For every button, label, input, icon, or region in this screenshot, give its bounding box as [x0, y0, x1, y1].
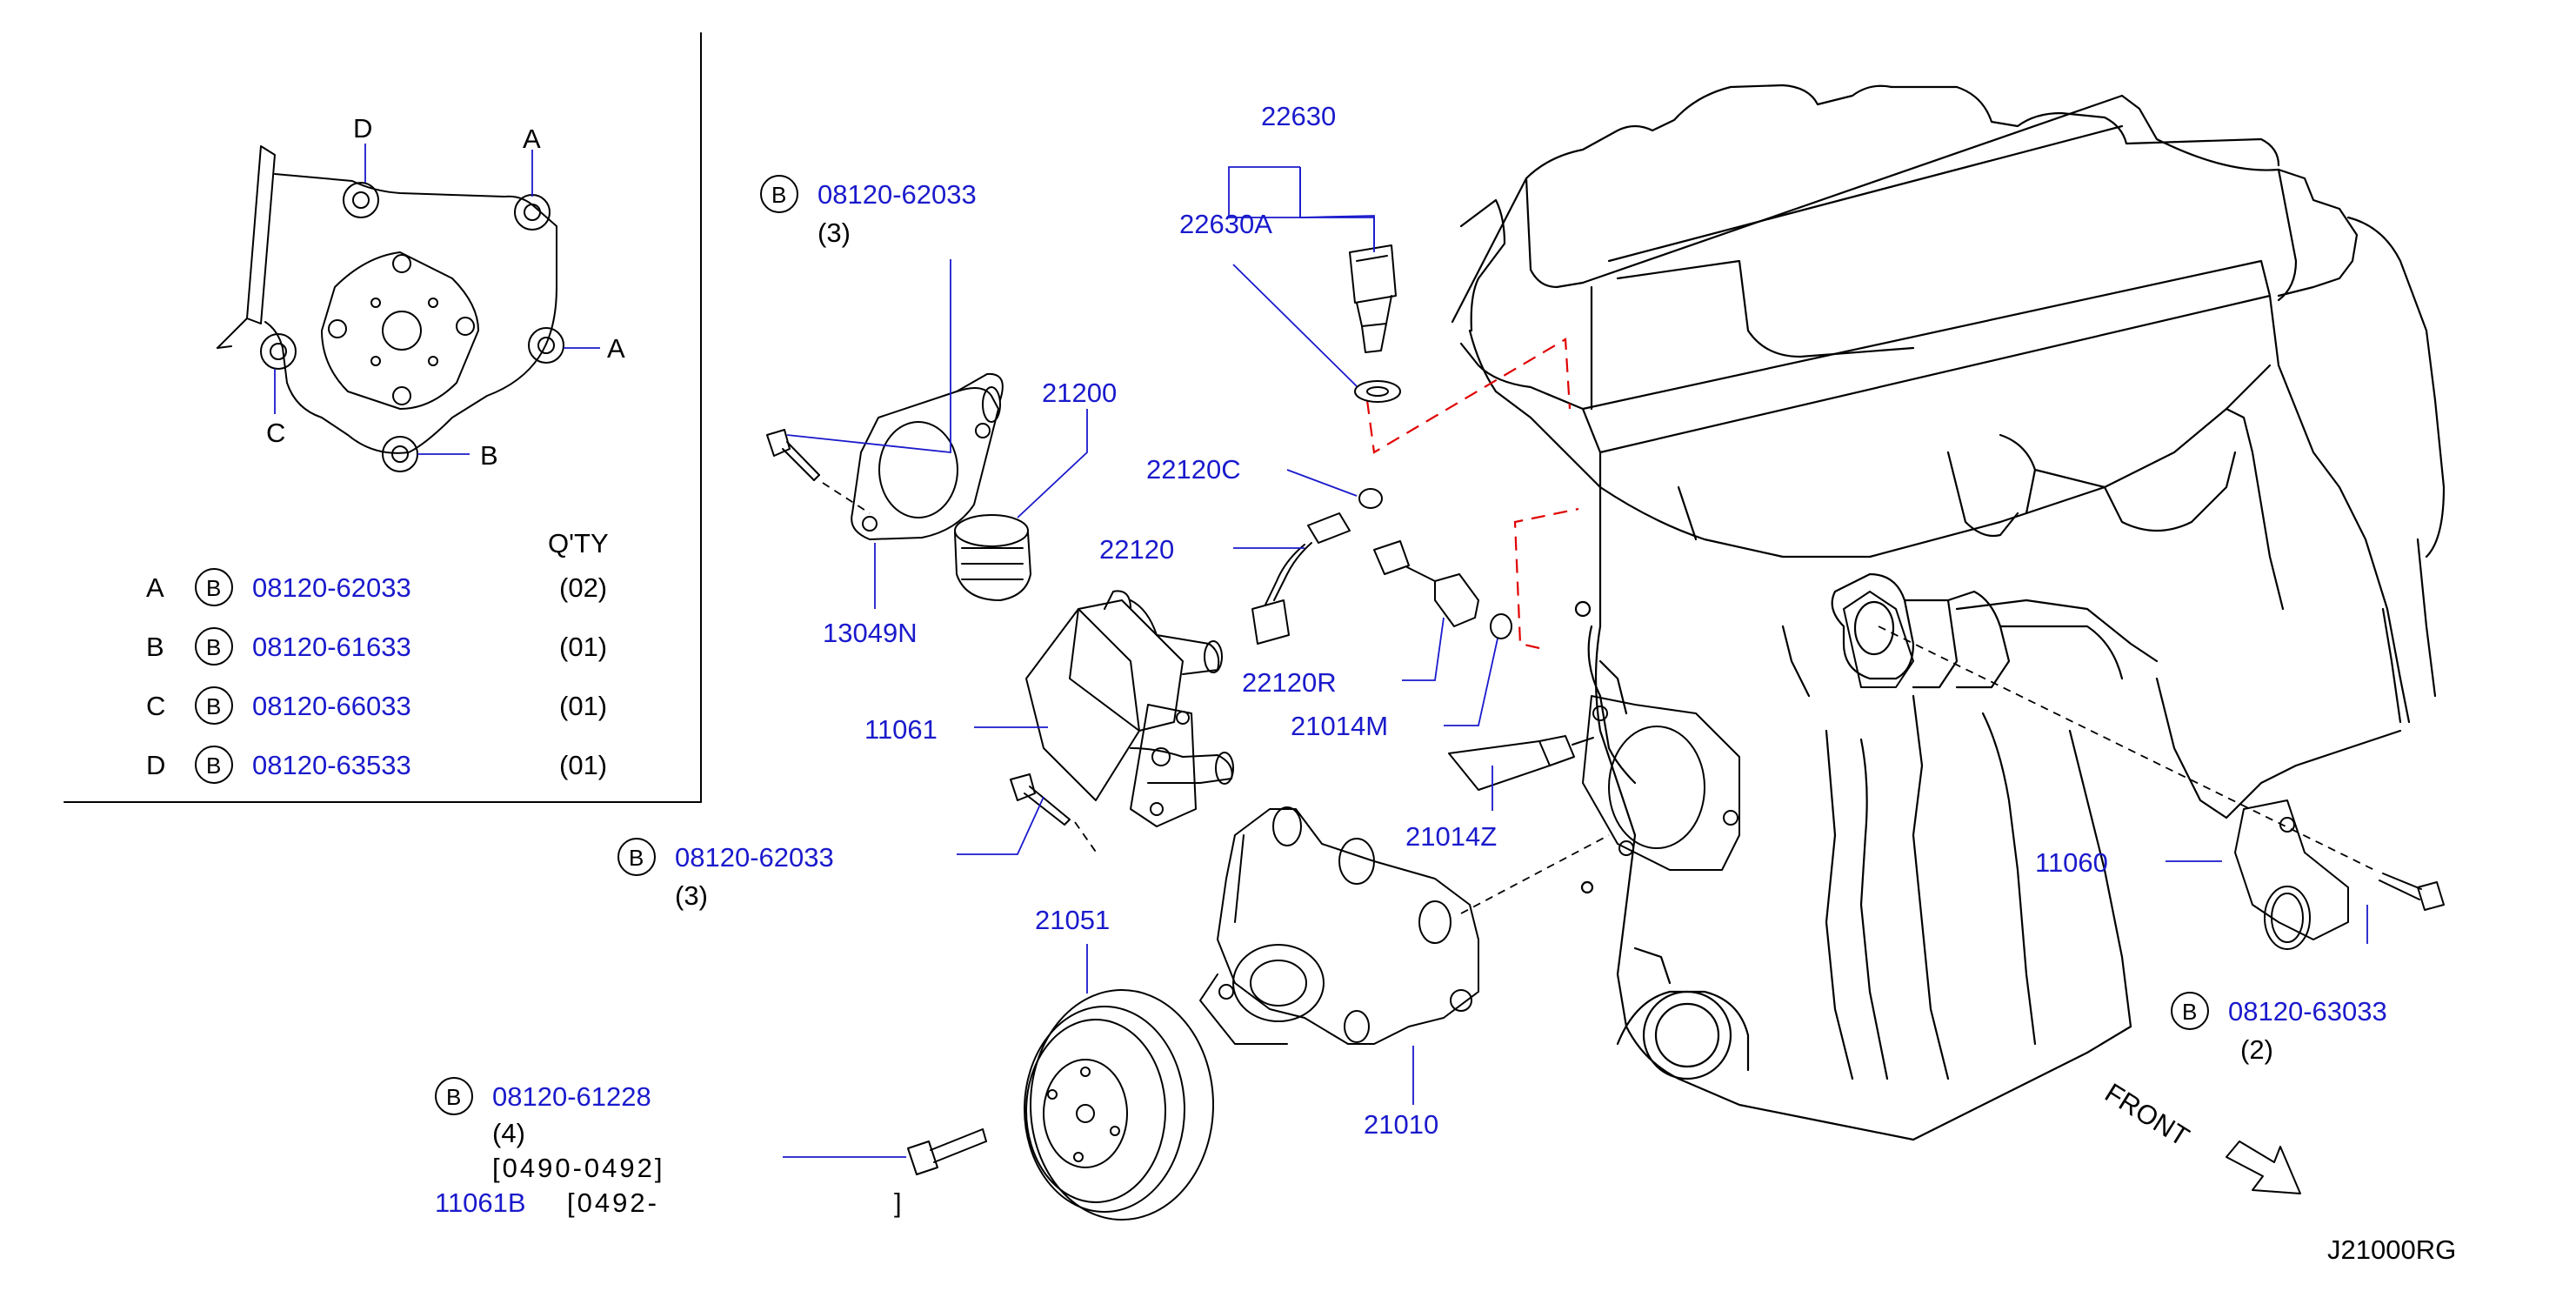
bolt-table-row[interactable]: D B 08120-63533 (01): [146, 746, 607, 784]
inset-label-a-right: A: [607, 333, 625, 364]
part-22630-link[interactable]: 22630: [1261, 101, 1336, 131]
bolt-marker-circle: [435, 1077, 473, 1115]
bolt-table-row[interactable]: A B 08120-62033 (02): [146, 568, 607, 606]
bolt-marker-letter: B: [2182, 999, 2197, 1025]
bolt-table-qty: (01): [559, 750, 607, 780]
inset-label-b: B: [480, 440, 498, 471]
alt-part-link[interactable]: 11061B: [435, 1187, 526, 1218]
bolt-drawing-pulley: [907, 1128, 987, 1175]
part-21014m-drawing: [1490, 613, 1512, 639]
part-21010-link[interactable]: 21010: [1364, 1109, 1438, 1140]
callout-bolt-top[interactable]: B 08120-62033 (3): [760, 175, 977, 248]
part-22120-link[interactable]: 22120: [1099, 534, 1174, 565]
bolt-table-part-link[interactable]: 08120-62033: [252, 572, 411, 603]
part-22120-drawing: [1251, 512, 1351, 645]
bolt-marker-circle: [760, 175, 798, 213]
qty-header: Q'TY: [548, 528, 609, 559]
bolt-table-qty: (01): [559, 691, 607, 721]
callout-bolt-mid[interactable]: B 08120-62033 (3): [617, 838, 834, 911]
inset-panel: D A A C B Q'TY A B 08120-62033 (02) B B …: [63, 32, 702, 803]
bolt-table-qty: (02): [559, 572, 607, 603]
front-indicator: FRONT: [2099, 1077, 2301, 1194]
inset-water-pump-drawing: [217, 145, 564, 472]
part-11060-link[interactable]: 11060: [2035, 847, 2108, 878]
part-21010-drawing: [1199, 806, 1479, 1045]
part-number-link[interactable]: 08120-63033: [2228, 996, 2387, 1027]
front-label: FRONT: [2099, 1077, 2194, 1152]
bolt-table-letter: A: [146, 572, 164, 603]
bolt-marker-letter: B: [206, 693, 221, 719]
part-21200-link[interactable]: 21200: [1042, 378, 1117, 408]
bolt-marker-circle: [617, 838, 656, 876]
front-arrow-icon: [2226, 1140, 2301, 1194]
part-22120r-drawing: [1373, 540, 1479, 627]
part-22120c-link[interactable]: 22120C: [1146, 454, 1241, 485]
part-21014z-drawing: [1448, 735, 1594, 791]
quantity: (2): [2240, 1034, 2273, 1065]
bolt-marker-letter: B: [771, 182, 786, 208]
bolt-marker-letter: B: [629, 845, 644, 871]
bolt-marker-letter: B: [206, 575, 221, 601]
part-21200-drawing: [954, 514, 1031, 601]
bolt-table-row[interactable]: B B 08120-61633 (01): [146, 627, 607, 666]
part-number-link[interactable]: 08120-62033: [818, 179, 977, 210]
date-range-close: ]: [894, 1187, 904, 1218]
bolt-drawing-mid: [1010, 773, 1071, 826]
bolt-marker-circle: [195, 568, 233, 606]
date-range: [0490-0492]: [492, 1153, 664, 1183]
red-routing-lines: [1365, 338, 1579, 650]
part-13049n-drawing: [851, 372, 1004, 540]
bolt-table-row[interactable]: C B 08120-66033 (01): [146, 686, 607, 725]
bolt-table-letter: B: [146, 632, 164, 662]
callout-bolt-pulley[interactable]: B 08120-61228 (4) [0490-0492] 11061B [04…: [435, 1077, 904, 1218]
part-21051-link[interactable]: 21051: [1035, 905, 1110, 935]
outlet-flange-drawing: [1843, 591, 1914, 688]
part-22630a-link[interactable]: 22630A: [1179, 209, 1272, 239]
part-22120c-drawing: [1358, 488, 1383, 509]
leader-lines: [783, 166, 2368, 1158]
quantity: (3): [675, 880, 708, 911]
bolt-marker-circle: [2171, 992, 2209, 1030]
bolt-table-letter: C: [146, 691, 165, 721]
part-11061-link[interactable]: 11061: [864, 714, 938, 745]
bolt-table-qty: (01): [559, 632, 607, 662]
bolt-drawing-right: [2379, 873, 2445, 911]
inset-label-d: D: [353, 113, 372, 144]
diagram-code: J21000RG: [2327, 1234, 2456, 1265]
inset-label-c: C: [266, 418, 285, 448]
date-range-open: [0492-: [567, 1187, 659, 1218]
part-11061-drawing: [1025, 590, 1234, 827]
part-21014z-link[interactable]: 21014Z: [1405, 821, 1497, 852]
bolt-marker-letter: B: [206, 753, 221, 779]
part-21014m-link[interactable]: 21014M: [1291, 711, 1388, 741]
bolt-table-part-link[interactable]: 08120-61633: [252, 632, 411, 662]
part-21051-drawing: [1024, 989, 1214, 1221]
part-number-link[interactable]: 08120-61228: [492, 1081, 651, 1112]
bolt-marker-circle: [195, 686, 233, 725]
part-22630-drawing: [1349, 244, 1401, 403]
part-number-link[interactable]: 08120-62033: [675, 842, 834, 873]
quantity: (4): [492, 1118, 525, 1148]
quantity: (3): [818, 217, 851, 248]
inset-label-a-top: A: [523, 124, 541, 154]
gasket-drawing: [1582, 695, 1740, 871]
part-13049n-link[interactable]: 13049N: [823, 618, 918, 648]
bolt-table-part-link[interactable]: 08120-63533: [252, 750, 411, 780]
part-11060-drawing: [2234, 799, 2349, 950]
bolt-marker-letter: B: [446, 1084, 461, 1110]
bolt-marker-letter: B: [206, 634, 221, 660]
bolt-marker-circle: [195, 627, 233, 666]
part-22120r-link[interactable]: 22120R: [1242, 667, 1337, 698]
engine-block-drawing: [1451, 84, 2446, 1141]
bolt-table-letter: D: [146, 750, 165, 780]
callout-bolt-right[interactable]: B 08120-63033 (2): [2171, 992, 2387, 1065]
bolt-table-part-link[interactable]: 08120-66033: [252, 691, 411, 721]
bolt-drawing-top: [766, 429, 820, 481]
assembly-lines: [822, 482, 2375, 914]
bolt-marker-circle: [195, 746, 233, 784]
